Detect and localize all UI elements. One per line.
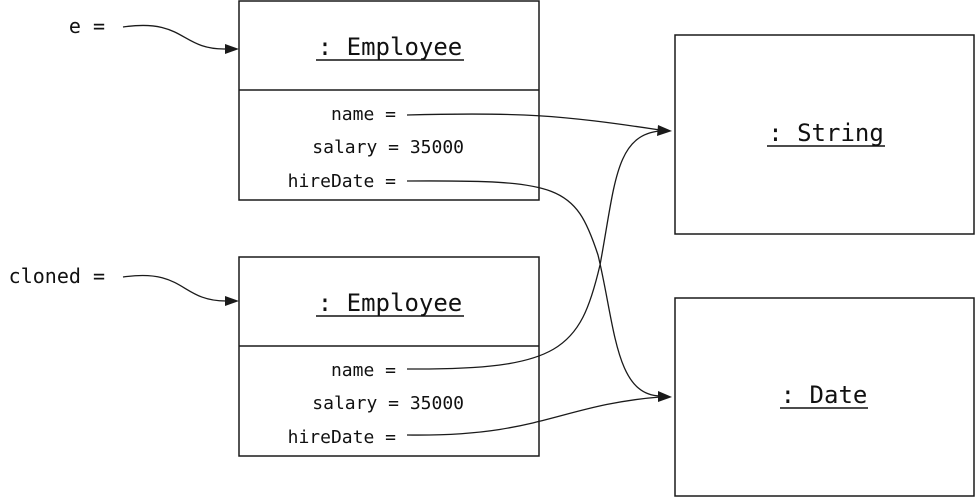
reference-arrow-cloned bbox=[122, 274, 227, 302]
variable-cloned-label: cloned = bbox=[9, 264, 105, 288]
reference-arrow-e bbox=[122, 24, 227, 50]
field-name: name = bbox=[331, 360, 396, 381]
employee-box bbox=[238, 0, 540, 201]
string-title: : String bbox=[768, 119, 884, 147]
reference-arrow-name-top bbox=[406, 113, 661, 131]
field-hiredate: hireDate = bbox=[288, 171, 397, 192]
field-salary: salary = 35000 bbox=[312, 393, 464, 414]
date-object: : Date bbox=[674, 297, 975, 497]
employee-title: : Employee bbox=[318, 289, 463, 317]
arrowhead bbox=[225, 296, 239, 306]
variable-e-label: e = bbox=[69, 14, 105, 38]
arrowhead bbox=[225, 44, 239, 54]
field-salary: salary = 35000 bbox=[312, 137, 464, 158]
employee-object-cloned: : Employee name = salary = 35000 hireDat… bbox=[238, 256, 540, 457]
field-name: name = bbox=[331, 104, 396, 125]
arrowhead bbox=[657, 125, 672, 136]
reference-arrow-name-bottom bbox=[406, 130, 661, 370]
field-hiredate: hireDate = bbox=[288, 427, 397, 448]
reference-arrow-hiredate-bottom bbox=[406, 396, 661, 436]
string-object: : String bbox=[674, 34, 975, 235]
employee-box bbox=[238, 256, 540, 457]
string-box bbox=[674, 34, 975, 235]
employee-title: : Employee bbox=[318, 33, 463, 61]
reference-arrow-hiredate-top bbox=[406, 180, 661, 397]
arrowhead bbox=[658, 391, 672, 402]
date-box bbox=[674, 297, 975, 497]
employee-object-e: : Employee name = salary = 35000 hireDat… bbox=[238, 0, 540, 201]
date-title: : Date bbox=[781, 381, 868, 409]
